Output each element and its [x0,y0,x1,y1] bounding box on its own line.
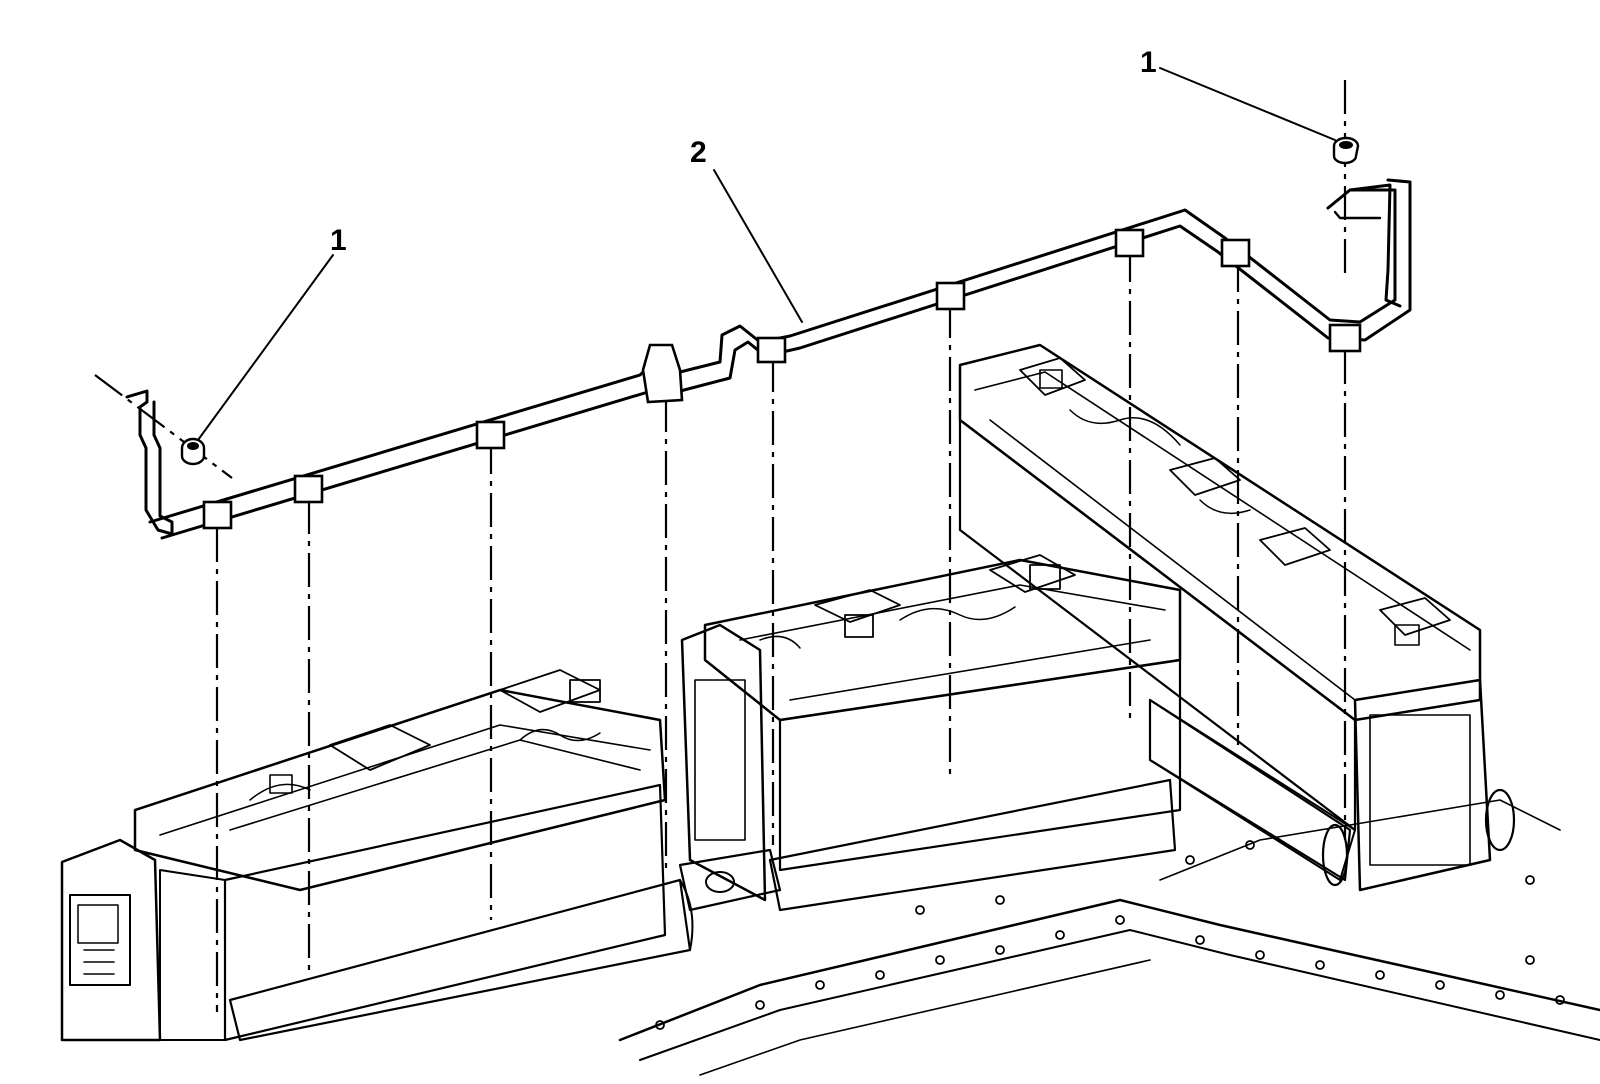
wiring-harness [125,178,1412,540]
callout-harness: 2 [690,136,707,169]
battery-module-rear [958,343,1516,892]
callout-right-fastener: 1 [1140,46,1157,79]
callout-left-fastener: 1 [330,224,347,257]
fastener-left [180,437,206,466]
battery-module-center [680,554,1182,912]
leader-lines [197,67,1336,441]
alignment-lines [94,80,1347,1012]
battery-module-left [60,669,782,1042]
fastener-right [1332,136,1360,165]
battery-tray [618,799,1600,1076]
